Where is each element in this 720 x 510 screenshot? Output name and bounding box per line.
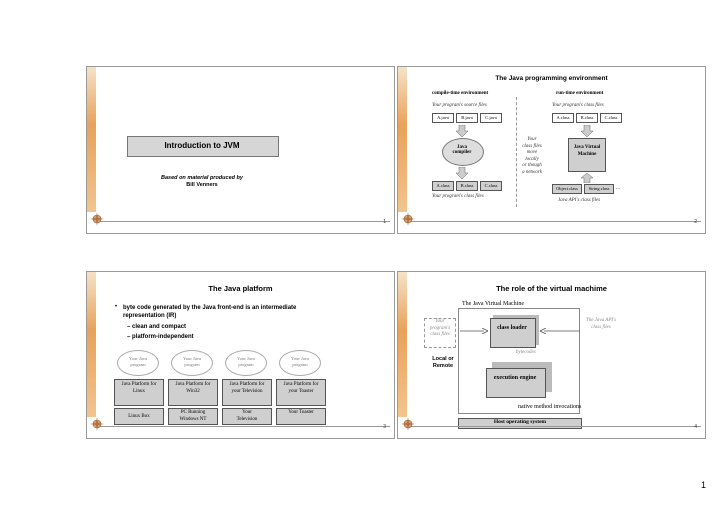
os-box: Your Toaster — [276, 408, 326, 425]
program-class-files: Your program's class files — [424, 318, 456, 348]
api-string-class: String.class — [584, 184, 614, 194]
slide-title: The Java platform — [208, 284, 273, 293]
rt-class-file-c: C.class — [600, 113, 622, 123]
jvm-box — [568, 138, 606, 172]
bullet-dot: • — [115, 304, 118, 310]
platform-box: Java Platform for Win32 — [168, 379, 218, 406]
subbullet-1: – clean and compact — [127, 324, 187, 330]
class-files-right-label: Your program's class files — [552, 103, 604, 108]
execution-engine-box — [486, 368, 546, 398]
host-os-box — [458, 418, 582, 429]
slide-title: The role of the virtual machime — [496, 284, 607, 293]
slide-1: Introduction to JVM Based on material pr… — [86, 66, 395, 234]
jvm-label: The Java Virtual Machine — [460, 301, 527, 307]
arrow-left-icon — [540, 328, 580, 334]
class-loader-box — [490, 318, 536, 348]
title-box — [127, 136, 279, 157]
source-files-label: Your program's source files — [432, 103, 487, 108]
slide-footer: 2 — [398, 211, 705, 233]
slide-title: Introduction to JVM — [164, 141, 240, 150]
source-file-c: C.java — [480, 113, 502, 123]
compiler-label: Java compiler — [452, 145, 472, 155]
platform-box: Java Platform for your Television — [222, 379, 272, 406]
api-ellipsis: ... — [616, 185, 621, 191]
bullet-text: byte code generated by the Java front-en… — [123, 305, 297, 319]
source-file-b: B.java — [456, 113, 478, 123]
slide-sidebar — [398, 272, 407, 417]
program-oval: Your Java program — [279, 350, 321, 376]
arrow-down-icon — [456, 125, 468, 137]
api-label: Java API's class files — [558, 198, 601, 203]
source-file-a: A.java — [432, 113, 454, 123]
native-label: native method invocations — [518, 404, 582, 410]
compass-logo-icon — [90, 212, 104, 226]
platform-box: Java Platform for Linux — [114, 379, 164, 406]
jvm-label: Java Virtual Machine — [573, 145, 601, 157]
local-remote-label: Local or Remote — [432, 356, 454, 369]
compass-logo-icon — [401, 212, 415, 226]
slide-number: 1 — [383, 219, 386, 225]
os-box: Linux Box — [114, 408, 164, 425]
subbullet-2: – platform-independent — [127, 334, 194, 340]
slide-footer: 3 — [87, 416, 394, 438]
class-files-left-label: Your program's class files — [432, 194, 484, 199]
slide-number: 3 — [383, 424, 386, 430]
run-time-label: run-time environment — [556, 91, 604, 96]
jvm-outline — [458, 308, 580, 414]
api-class-files: The Java API's class files — [585, 318, 617, 330]
arrow-down-icon — [581, 125, 593, 137]
execution-engine-label: execution engine — [493, 375, 537, 381]
compass-logo-icon — [401, 417, 415, 431]
slide-number: 4 — [694, 424, 697, 430]
slide-footer: 4 — [398, 416, 705, 438]
slide-4: The role of the virtual machime The Java… — [397, 271, 706, 439]
class-file-a: A.class — [432, 181, 454, 191]
host-os-label: Host operating system — [493, 419, 547, 425]
compiler-circle — [442, 138, 484, 166]
program-oval: Your Java program — [225, 350, 267, 376]
class-file-c: C.class — [480, 181, 502, 191]
subtitle-line-2: Bill Venners — [186, 182, 218, 188]
slide-2: The Java programming environment compile… — [397, 66, 706, 234]
compass-logo-icon — [90, 417, 104, 431]
slide-3: The Java platform • byte code generated … — [86, 271, 395, 439]
os-box: PC Running Windows NT — [168, 408, 218, 425]
slide-title: The Java programming environment — [495, 75, 608, 82]
program-oval: Your Java program — [117, 350, 159, 376]
rt-class-file-b: B.class — [576, 113, 598, 123]
rt-class-file-a: A.class — [552, 113, 574, 123]
platform-box: Java Platform for your Toaster — [276, 379, 326, 406]
class-file-b: B.class — [456, 181, 478, 191]
subtitle-line-1: Based on material produced by — [161, 175, 243, 181]
os-box: Your Television — [222, 408, 272, 425]
slide-sidebar — [87, 272, 96, 417]
program-oval: Your Java program — [171, 350, 213, 376]
bytecodes-label: bytecodes — [516, 350, 536, 355]
divider-line — [516, 97, 517, 207]
compile-time-label: compile-time environment — [432, 91, 489, 96]
slide-footer: 1 — [87, 211, 394, 233]
class-loader-label: class loader — [497, 325, 527, 331]
slide-sidebar — [398, 67, 407, 212]
slide-sidebar — [87, 67, 96, 212]
api-object-class: Object.class — [552, 184, 582, 194]
slide-number: 2 — [694, 219, 697, 225]
page-number: 1 — [700, 480, 706, 490]
arrow-right-icon — [460, 328, 488, 334]
arrow-down-icon — [456, 167, 468, 179]
arrow-up-icon — [581, 173, 593, 183]
